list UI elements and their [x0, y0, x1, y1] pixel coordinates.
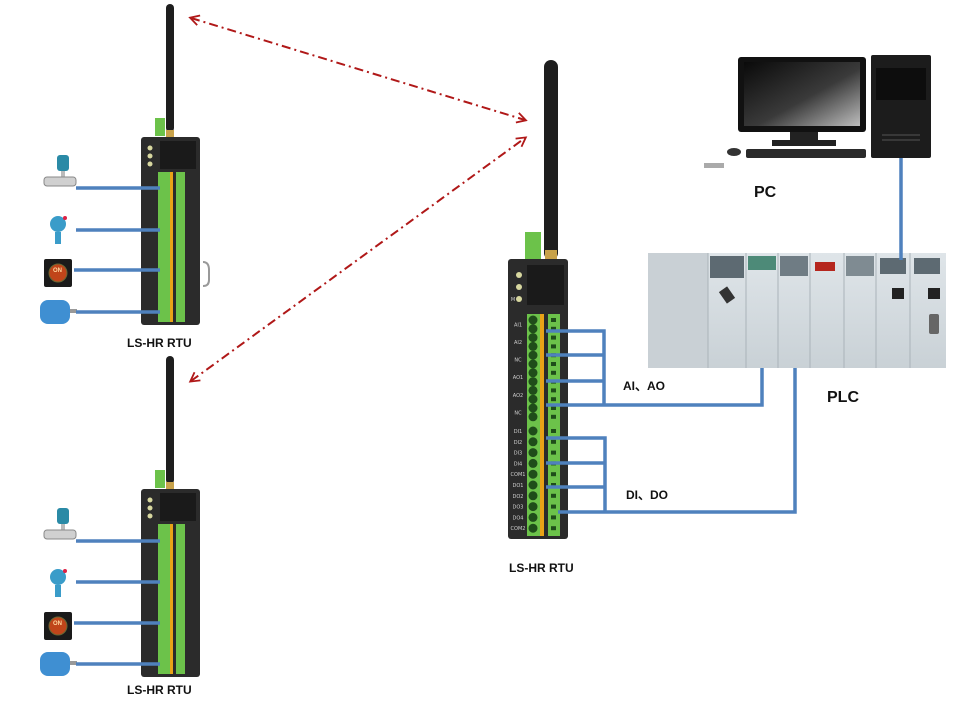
pc	[704, 55, 931, 168]
terminal-screw	[528, 437, 538, 447]
on-indicator-text: ON	[53, 621, 62, 627]
mouse-icon	[727, 148, 741, 156]
wireless-link-top	[188, 14, 528, 124]
flow-meter-icon	[43, 508, 77, 540]
terminal-label: DO4	[513, 515, 524, 521]
terminal-label: AO1	[513, 375, 523, 381]
terminal-pin	[551, 515, 556, 520]
terminal-screw	[528, 385, 538, 395]
terminal-pin	[551, 414, 556, 419]
keyboard-icon	[746, 149, 866, 158]
terminal-label: COM2	[511, 526, 526, 532]
pressure-transmitter-icon	[50, 216, 67, 244]
analog-wiring	[546, 329, 764, 407]
terminal-pin	[551, 318, 556, 322]
terminal-label: DI1	[514, 429, 523, 435]
terminal-pin	[551, 370, 556, 375]
terminal-label: COM1	[511, 472, 526, 478]
terminal-screw	[528, 333, 538, 343]
digital-wiring	[546, 366, 797, 514]
rtu-center: AI1AI2NCAO1AO2NCDI1DI2DI3DI4COM1DO1DO2DO…	[508, 60, 568, 539]
terminal-label: NC	[514, 358, 522, 364]
rtu-left-bottom	[141, 356, 200, 677]
motor-icon	[40, 652, 77, 676]
terminal-screw	[528, 426, 538, 436]
rtu-left-top	[141, 4, 200, 325]
terminal-screw	[528, 512, 538, 522]
terminal-pin	[551, 406, 556, 410]
terminal-screw	[528, 480, 538, 490]
terminal-pin	[551, 344, 556, 349]
terminal-label: DO1	[513, 483, 524, 489]
terminal-screw	[528, 403, 538, 413]
led-label: M	[511, 297, 515, 303]
antenna	[544, 60, 558, 260]
terminal-label: DO3	[513, 505, 524, 511]
terminal-label: DO2	[513, 494, 524, 500]
plc	[648, 253, 946, 368]
motor-icon	[40, 300, 77, 324]
field-devices-bottom	[40, 508, 160, 676]
terminal-screw	[528, 368, 538, 378]
flow-meter-icon	[43, 155, 77, 187]
terminal-screw	[528, 523, 538, 533]
terminal-label: DI2	[514, 440, 523, 446]
terminal-screw	[528, 412, 538, 422]
terminal-label: AI1	[514, 322, 522, 328]
terminal-screw	[528, 502, 538, 512]
terminal-screw	[528, 448, 538, 458]
terminal-screw	[528, 315, 538, 325]
terminal-screw	[528, 394, 538, 404]
pc-label: PC	[754, 184, 777, 201]
plc-label: PLC	[827, 389, 859, 406]
antenna	[166, 4, 174, 132]
rtu-left-bottom-label: LS-HR RTU	[127, 683, 192, 697]
terminal-screw	[528, 324, 538, 334]
terminal-pin	[551, 526, 556, 531]
terminal-screw	[528, 458, 538, 468]
terminal-pin	[551, 472, 556, 477]
field-devices-top	[40, 155, 160, 324]
terminal-pin	[551, 362, 556, 366]
terminal-pin	[551, 450, 556, 455]
antenna	[166, 356, 174, 484]
analog-connection-label: AI、AO	[623, 379, 666, 393]
terminal-label: AI2	[514, 340, 522, 346]
terminal-screw	[528, 359, 538, 369]
terminal-label: AO2	[513, 393, 523, 399]
rtu-center-label: LS-HR RTU	[509, 561, 574, 575]
rtu-left-top-label: LS-HR RTU	[127, 336, 192, 350]
terminal-pin	[551, 388, 556, 393]
on-indicator-text: ON	[53, 268, 62, 274]
terminal-screw	[528, 469, 538, 479]
terminal-pin	[551, 493, 556, 498]
wireless-link-bottom	[188, 136, 528, 383]
terminal-pin	[551, 335, 556, 340]
terminal-screw	[528, 491, 538, 501]
terminal-pin	[551, 483, 556, 487]
terminal-screw	[528, 341, 538, 351]
terminal-label: NC	[514, 410, 522, 416]
on-indicator-icon	[44, 612, 72, 640]
pressure-transmitter-icon	[50, 569, 67, 597]
terminal-pin	[551, 504, 556, 509]
terminal-screw	[528, 377, 538, 387]
terminal-pin	[551, 429, 556, 433]
terminal-screw	[528, 350, 538, 360]
terminal-label: DI3	[514, 451, 523, 457]
terminal-pin	[551, 397, 556, 402]
terminal-pin	[551, 326, 556, 331]
on-indicator-icon	[44, 259, 72, 287]
digital-connection-label: DI、DO	[626, 488, 669, 502]
terminal-pin	[551, 439, 556, 444]
terminal-label: DI4	[514, 461, 523, 467]
